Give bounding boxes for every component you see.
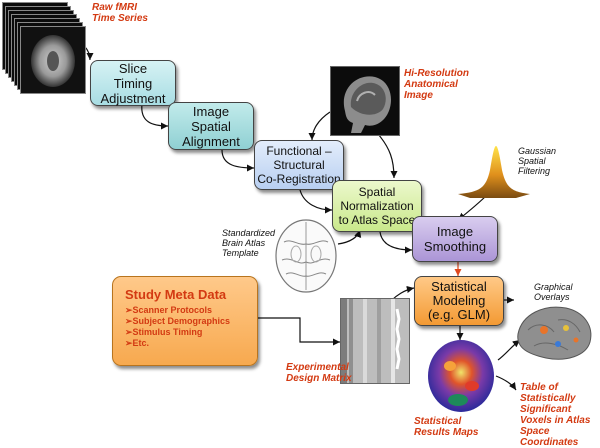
meta-item: ➢Etc. [125, 338, 150, 348]
smoothing-box: Image Smoothing [412, 216, 498, 262]
meta-title: Study Meta Data [125, 287, 227, 302]
design-matrix-pattern [341, 299, 409, 383]
results-map-image [428, 340, 494, 412]
slice-timing-box: Slice Timing Adjustment [90, 60, 176, 106]
coregistration-box: Functional – Structural Co-Registration [254, 140, 344, 190]
atlas-template-label: Standardized Brain Atlas Template [222, 228, 276, 258]
spatial-alignment-box: Image Spatial Alignment [168, 102, 254, 150]
gaussian-filter-icon [458, 146, 530, 198]
hi-res-label: Hi-Resolution Anatomical Image [404, 68, 469, 101]
design-matrix-image [340, 298, 410, 384]
graphical-overlay-image [517, 306, 592, 360]
normalization-box: Spatial Normalization to Atlas Space [332, 180, 422, 232]
design-matrix-label: Experimental Design Matrix [286, 362, 352, 384]
graphical-overlays-label: Graphical Overlays [534, 282, 573, 302]
arrow-coreg-to-norm [299, 189, 333, 214]
results-maps-label: Statistical Results Maps [414, 416, 479, 438]
meta-item: ➢Scanner Protocols [125, 305, 213, 315]
arrow-align-to-coreg [221, 149, 255, 172]
arrow-results-to-table [495, 375, 517, 391]
arrow-meta-to-matrix [258, 317, 340, 346]
arrow-hires-to-norm [377, 133, 398, 179]
gaussian-label: Gaussian Spatial Filtering [518, 146, 557, 176]
arrow-slice-to-align [141, 103, 169, 130]
arrow-hires-to-coreg [308, 111, 331, 141]
statistical-modeling-box: Statistical Modeling (e.g. GLM) [414, 276, 504, 326]
arrow-atlas-to-norm [337, 229, 362, 245]
atlas-template-icon [275, 219, 337, 293]
sagittal-brain-icon [343, 76, 391, 133]
meta-item: ➢Stimulus Timing [125, 327, 203, 337]
anatomical-mri-image [330, 66, 400, 136]
arrow-norm-to-smooth [379, 231, 413, 254]
table-label: Table of Statistically Significant Voxel… [520, 382, 591, 448]
study-meta-data-box: Study Meta Data ➢Scanner Protocols ➢Subj… [112, 276, 258, 366]
meta-item: ➢Subject Demographics [125, 316, 231, 326]
raw-fmri-label: Raw fMRI Time Series [92, 2, 148, 24]
brain-image-icon [31, 35, 75, 87]
